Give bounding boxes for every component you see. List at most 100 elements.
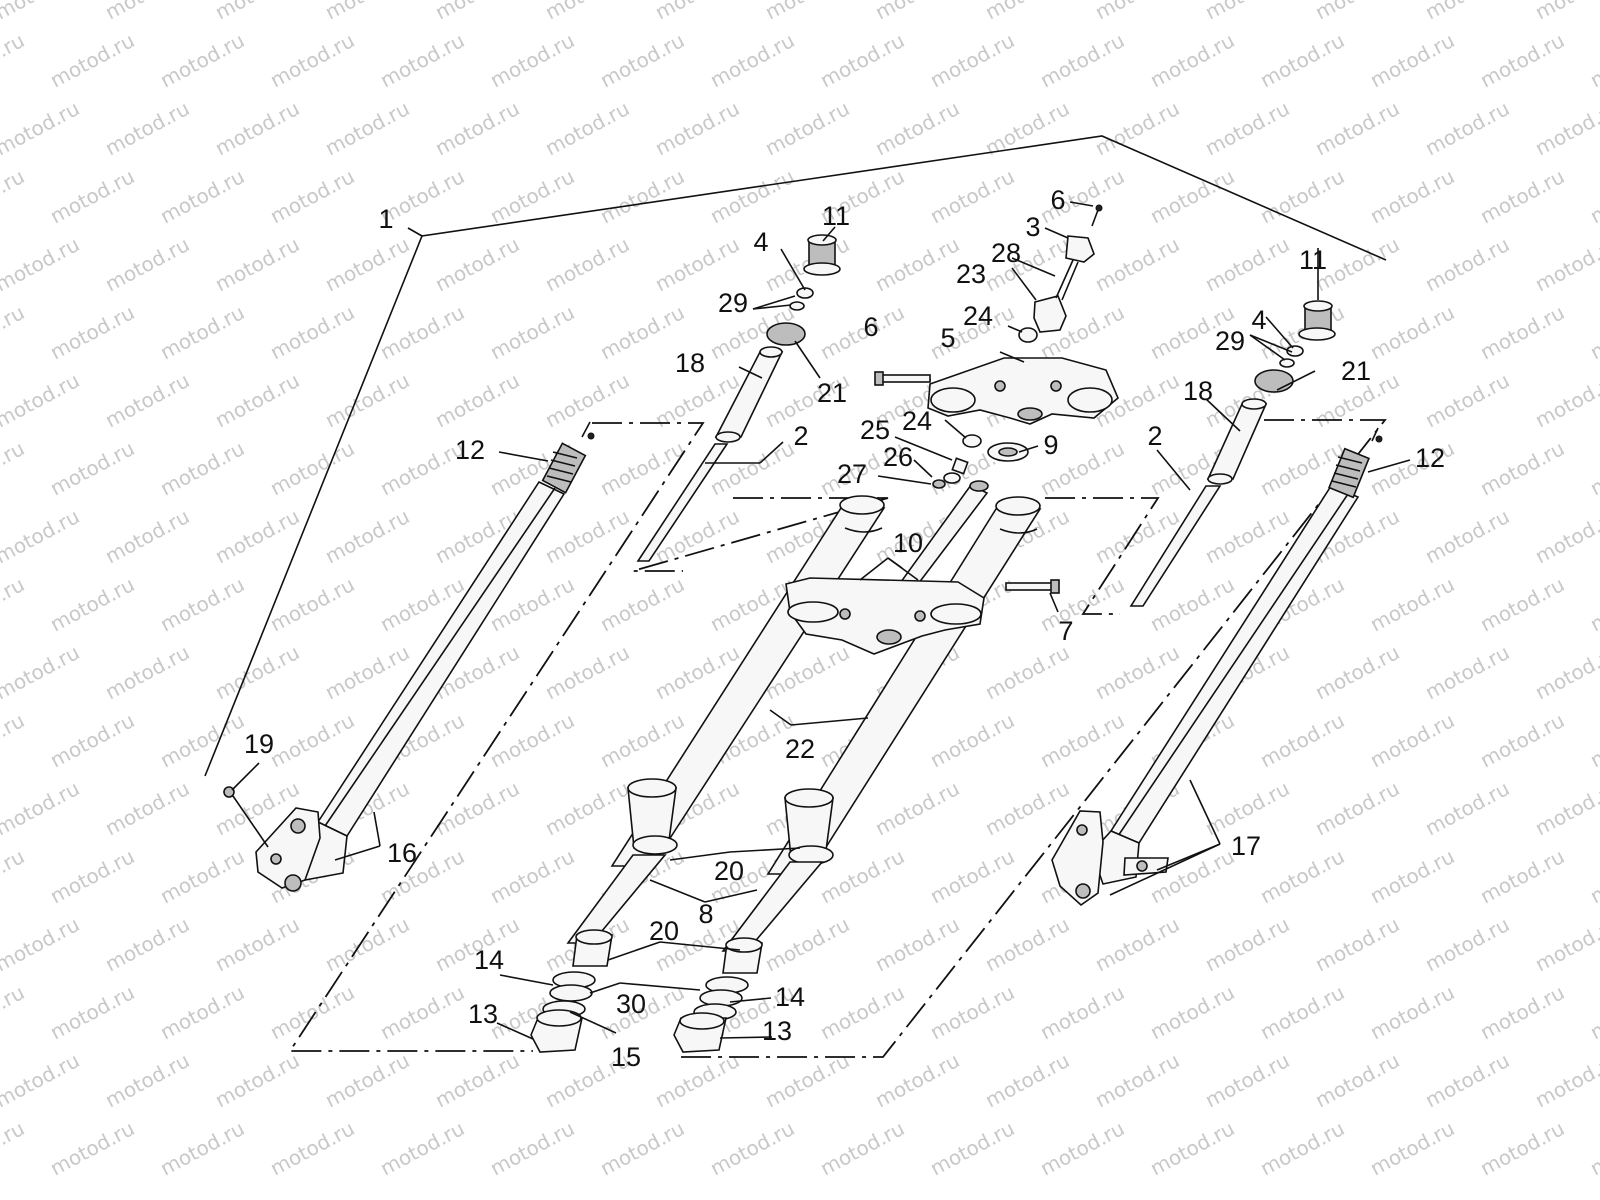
watermark-text: motod.ru [156,980,248,1044]
watermark-text: motod.ru [1476,572,1568,636]
callout-29: 29 [1215,326,1245,356]
assembly-outline-center-right [1045,497,1160,615]
watermark-text: motod.ru [101,232,193,296]
watermark-text: motod.ru [1531,776,1600,840]
watermark-text: motod.ru [0,844,28,908]
watermark-text: motod.ru [981,640,1073,704]
callout-7: 7 [1058,616,1073,646]
watermark-text: motod.ru [1146,980,1238,1044]
watermark-text: motod.ru [101,1048,193,1112]
watermark-text: motod.ru [1256,164,1348,228]
watermark-text: motod.ru [46,436,138,500]
watermark-text: motod.ru [1146,572,1238,636]
assembly-outline-left [288,422,705,1052]
callout-3: 3 [1025,212,1040,242]
watermark-text: motod.ru [1201,504,1293,568]
watermark-text: motod.ru [266,28,358,92]
watermark-text: motod.ru [0,368,83,432]
watermark-text: motod.ru [1476,28,1568,92]
watermark-text: motod.ru [926,28,1018,92]
callout-5: 5 [940,323,955,353]
watermark-text: motod.ru [376,300,468,364]
callout-labels: 1 6 11 3 28 4 23 11 29 24 6 5 4 29 21 18… [244,185,1445,1072]
watermark-text: motod.ru [926,1116,1018,1180]
callout-2: 2 [793,421,808,451]
watermark-text: motod.ru [431,368,523,432]
watermark-text: motod.ru [156,1116,248,1180]
callout-24: 24 [902,406,932,436]
watermark-text: motod.ru [431,1048,523,1112]
assembly-outline-center-left [632,497,889,572]
watermark-text: motod.ru [1476,708,1568,772]
watermark-text: motod.ru [596,164,688,228]
watermark-text: motod.ru [706,28,798,92]
watermark-text: motod.ru [0,96,83,160]
watermark-text: motod.ru [816,980,908,1044]
watermark-text: motod.ru [541,504,633,568]
watermark-text: motod.ru [761,232,853,296]
watermark-text: motod.ru [1586,708,1600,772]
fork-leg-left [223,421,595,892]
watermark-text: motod.ru [1256,28,1348,92]
callout-27: 27 [837,459,867,489]
watermark-text: motod.ru [1366,980,1458,1044]
watermark-text: motod.ru [1586,300,1600,364]
watermark-text: motod.ru [1146,1116,1238,1180]
watermark-text: motod.ru [211,640,303,704]
watermark-text: motod.ru [1421,232,1513,296]
watermark-text: motod.ru [816,1116,908,1180]
watermark-text: motod.ru [1311,640,1403,704]
watermark-text: motod.ru [486,300,578,364]
watermark-text: motod.ru [0,28,28,92]
watermark-text: motod.ru [46,28,138,92]
group-bracket-line [204,135,1387,777]
watermark-text: motod.ru [1366,844,1458,908]
watermark-text: motod.ru [0,436,28,500]
watermark-text: motod.ru [46,164,138,228]
watermark-text: motod.ru [266,980,358,1044]
watermark-text: motod.ru [0,300,28,364]
watermark-text: motod.ru [706,164,798,228]
watermark-text: motod.ru [1531,504,1600,568]
watermark-text: motod.ru [321,640,413,704]
callout-12: 12 [455,435,485,465]
callout-14: 14 [474,945,504,975]
leader-lines [231,201,1411,1040]
callout-16: 16 [387,838,417,868]
watermark-text: motod.ru [1036,28,1128,92]
callout-19: 19 [244,729,274,759]
watermark-text: motod.ru [1531,1048,1600,1112]
watermark-text: motod.ru [1366,1116,1458,1180]
callout-28: 28 [991,238,1021,268]
callout-11: 11 [822,201,850,231]
watermark-text: motod.ru [0,504,83,568]
callout-20: 20 [649,916,679,946]
watermark-text: motod.ru [46,844,138,908]
watermark-text: motod.ru [541,232,633,296]
watermark-text: motod.ru [0,164,28,228]
watermark-text: motod.ru [46,1116,138,1180]
watermark-text: motod.ru [0,1048,83,1112]
callout-4: 4 [1251,305,1266,335]
watermark-text: motod.ru [266,708,358,772]
watermark-text: motod.ru [376,980,468,1044]
watermark-text: motod.ru [1586,844,1600,908]
callout-4: 4 [753,227,768,257]
callout-29: 29 [718,288,748,318]
watermark-text: motod.ru [761,96,853,160]
callout-17: 17 [1231,831,1261,861]
watermark-text: motod.ru [541,0,633,24]
watermark-text: motod.ru [1036,1116,1128,1180]
callout-21: 21 [1341,356,1371,386]
watermark-text: motod.ru [0,776,83,840]
callout-25: 25 [860,415,890,445]
watermark-text: motod.ru [486,28,578,92]
watermark-text: motod.ru [321,368,413,432]
watermark-text: motod.ru [321,96,413,160]
watermark-text: motod.ru [156,708,248,772]
upper-small-parts [932,204,1103,489]
watermark-text: motod.ru [101,96,193,160]
watermark-text: motod.ru [211,96,303,160]
watermark-text: motod.ru [1311,0,1403,24]
watermark-text: motod.ru [1586,436,1600,500]
